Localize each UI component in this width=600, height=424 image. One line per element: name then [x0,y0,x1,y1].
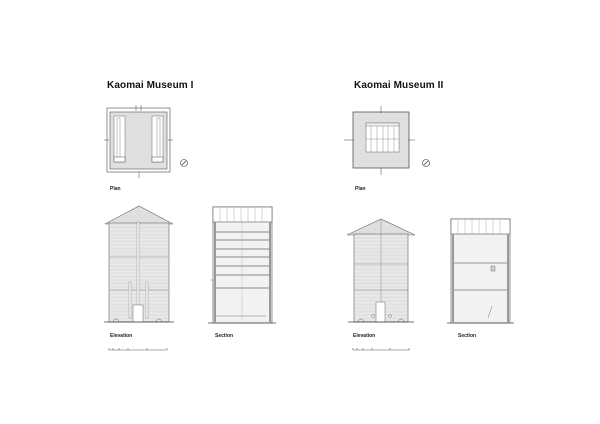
museum-2-plan-label: Plan [355,186,366,192]
museum-1-section-label: Section [215,333,234,339]
museum-2-title: Kaomai Museum II [354,80,444,91]
museum-2-section-label: Section [458,333,477,339]
museum-1-title: Kaomai Museum I [107,80,194,91]
north-arrow-icon [422,159,430,167]
museum-2-elevation-label: Elevation [353,333,376,339]
museum-1-elevation-label: Elevation [110,333,133,339]
museum-1-plan-label: Plan [110,186,121,192]
north-arrow-icon [180,159,188,167]
